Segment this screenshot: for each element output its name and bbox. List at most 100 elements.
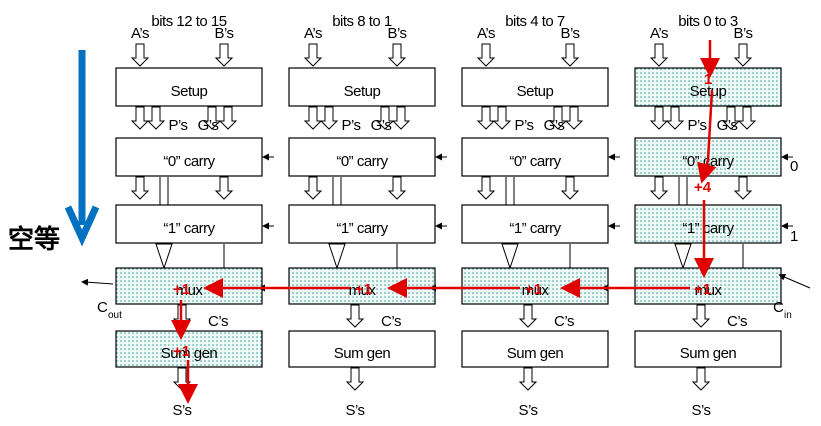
sumgen-box bbox=[461, 330, 609, 368]
bits-label: bits 12 to 15 bbox=[151, 13, 226, 30]
c1-triangle bbox=[501, 243, 519, 270]
carry-in-0: 0 bbox=[790, 158, 798, 175]
b-input-arrow bbox=[215, 43, 233, 67]
mux-box bbox=[115, 267, 263, 305]
b-input-label: B’s bbox=[387, 25, 406, 42]
g-arrow-2 bbox=[565, 106, 583, 130]
carry0-box-label: “0” carry bbox=[336, 153, 388, 170]
carry0-box-label: “0” carry bbox=[163, 153, 215, 170]
carry1-box-label: “1” carry bbox=[682, 220, 734, 237]
sumgen-box-label: Sum gen bbox=[680, 345, 737, 362]
p-arrow-1 bbox=[650, 106, 668, 130]
p-label: P’s bbox=[168, 117, 187, 134]
g-arrow-2 bbox=[219, 106, 237, 130]
sumgen-box bbox=[288, 330, 436, 368]
carry0-box-label: “0” carry bbox=[509, 153, 561, 170]
p-label: P’s bbox=[341, 117, 360, 134]
g-label: G’s bbox=[371, 117, 392, 134]
b-input-label: B’s bbox=[214, 25, 233, 42]
a-input-arrow bbox=[650, 43, 668, 67]
cs-arrow bbox=[346, 304, 364, 328]
sum-output-label: S’s bbox=[691, 402, 710, 419]
c0-out-arrow-1 bbox=[304, 176, 322, 200]
carry1-box bbox=[115, 204, 263, 244]
a-input-arrow bbox=[131, 43, 149, 67]
sum-out-arrow bbox=[692, 367, 710, 391]
g-arrow-2 bbox=[392, 106, 410, 130]
critical-path: 1 +4 +1 +1 +1 +1 +1 bbox=[171, 40, 720, 404]
g-label: G’s bbox=[198, 117, 219, 134]
cout-label: C out bbox=[97, 299, 122, 321]
delay-mux-0: +1 bbox=[173, 281, 190, 298]
p-arrow-2 bbox=[493, 106, 511, 130]
carry1-box-label: “1” carry bbox=[509, 220, 561, 237]
p-arrow-2 bbox=[147, 106, 165, 130]
carry1-box bbox=[634, 204, 782, 244]
b-input-arrow bbox=[561, 43, 579, 67]
c0-out-arrow-2 bbox=[734, 176, 752, 200]
setup-box bbox=[288, 67, 436, 107]
c1-triangle bbox=[155, 243, 173, 270]
sum-output-label: S’s bbox=[172, 402, 191, 419]
bits-label: bits 8 to 1 bbox=[332, 13, 392, 30]
c0-out-arrow-2 bbox=[388, 176, 406, 200]
carry-side-inputs: 0 1 bbox=[790, 158, 798, 245]
setup-box-label: Setup bbox=[690, 83, 727, 100]
setup-box-label: Setup bbox=[171, 83, 208, 100]
p-arrow-1 bbox=[477, 106, 495, 130]
c1-triangle bbox=[328, 243, 346, 270]
delay-sumgen: +1 bbox=[173, 343, 190, 360]
a-input-arrow bbox=[304, 43, 322, 67]
setup-box bbox=[461, 67, 609, 107]
mux-box-label: mux bbox=[349, 282, 377, 299]
sum-output-label: S’s bbox=[518, 402, 537, 419]
svg-text:C: C bbox=[97, 299, 108, 316]
side-title: 空等 bbox=[8, 224, 60, 254]
a-input-label: A’s bbox=[304, 25, 322, 42]
a-input-label: A’s bbox=[477, 25, 495, 42]
sum-out-arrow bbox=[519, 367, 537, 391]
delay-mux-1: +1 bbox=[355, 281, 372, 298]
delay-setup: 1 bbox=[704, 71, 712, 88]
carry1-box bbox=[288, 204, 436, 244]
carry0-box bbox=[288, 137, 436, 177]
a-input-label: A’s bbox=[131, 25, 149, 42]
setup-box-label: Setup bbox=[344, 83, 381, 100]
cs-label: C’s bbox=[208, 313, 228, 330]
p-arrow-1 bbox=[131, 106, 149, 130]
sumgen-box-label: Sum gen bbox=[507, 345, 564, 362]
c0-out-arrow-2 bbox=[215, 176, 233, 200]
b-input-arrow bbox=[734, 43, 752, 67]
carry1-box-label: “1” carry bbox=[336, 220, 388, 237]
svg-text:C: C bbox=[773, 299, 784, 316]
time-arrow bbox=[64, 50, 100, 247]
b-input-label: B’s bbox=[560, 25, 579, 42]
g-label: G’s bbox=[544, 117, 565, 134]
c0-out-arrow-2 bbox=[561, 176, 579, 200]
p-arrow-2 bbox=[320, 106, 338, 130]
carry1-box-label: “1” carry bbox=[163, 220, 215, 237]
g-label: G’s bbox=[717, 117, 738, 134]
mux-box-label: mux bbox=[522, 282, 550, 299]
sumgen-box-label: Sum gen bbox=[161, 345, 218, 362]
carry1-box bbox=[461, 204, 609, 244]
cs-label: C’s bbox=[727, 313, 747, 330]
mux-box bbox=[461, 267, 609, 305]
c0-out-arrow-1 bbox=[650, 176, 668, 200]
cin-label: C in bbox=[773, 299, 792, 321]
c1-triangle bbox=[674, 243, 692, 270]
p-arrow-2 bbox=[666, 106, 684, 130]
setup-box bbox=[115, 67, 263, 107]
c0-out-arrow-1 bbox=[131, 176, 149, 200]
svg-text:out: out bbox=[108, 310, 122, 321]
bits-label: bits 4 to 7 bbox=[505, 13, 565, 30]
p-label: P’s bbox=[687, 117, 706, 134]
g-arrow-2 bbox=[738, 106, 756, 130]
cs-arrow bbox=[519, 304, 537, 328]
delay-mux-2: +1 bbox=[525, 281, 542, 298]
c0-out-arrow-1 bbox=[477, 176, 495, 200]
